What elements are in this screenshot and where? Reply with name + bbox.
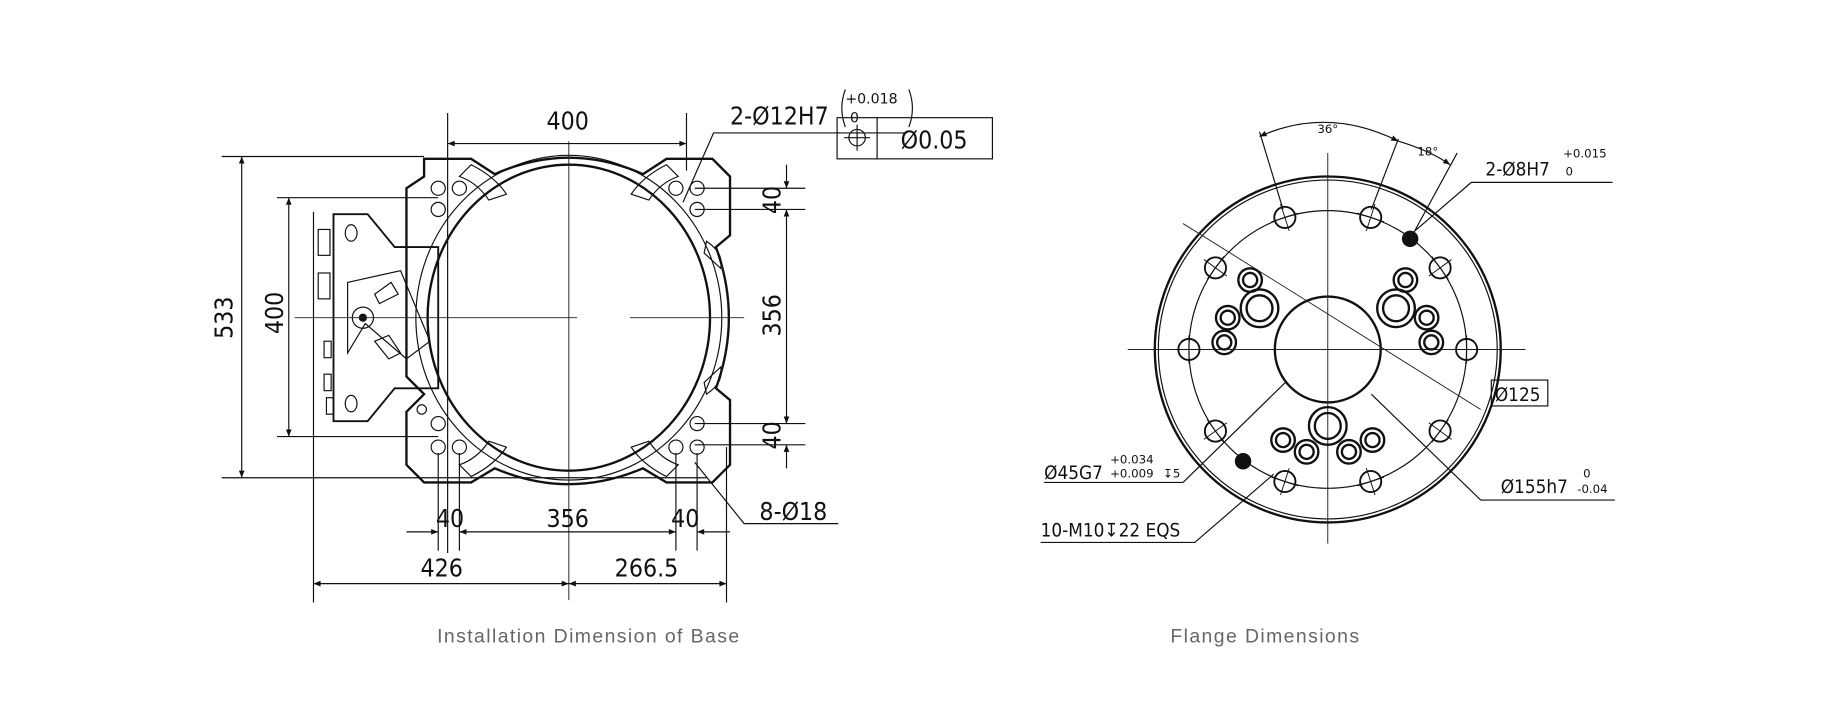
flange-pin-hole-label: 2-Ø8H7 [1485, 159, 1549, 180]
flange-pin-tol-lower: 0 [1565, 164, 1572, 178]
dim-bottom-right: 40 [671, 504, 699, 533]
dowel-holes [1234, 230, 1419, 470]
thread-hole [1428, 256, 1452, 280]
outer-tol-upper: 0 [1583, 467, 1590, 481]
position-tolerance-value: Ø0.05 [901, 125, 968, 154]
dim-overall-height: 533 [209, 297, 238, 339]
base-center-lines [294, 141, 745, 601]
dim-bottom-left: 40 [436, 504, 464, 533]
thread-hole [1203, 256, 1228, 280]
mount-holes [416, 180, 705, 455]
outer-tol-lower: -0.04 [1577, 482, 1607, 496]
bolt-circle-label-box: Ø125 [1490, 379, 1549, 407]
bore-tol-upper: +0.034 [1110, 453, 1153, 467]
thread-hole [1357, 203, 1385, 231]
thread-hole [1452, 335, 1481, 364]
thread-hole [1271, 467, 1299, 496]
thread-hole [1174, 335, 1204, 364]
thread-hole [1203, 419, 1228, 443]
tolerance-brackets [841, 89, 913, 128]
position-icon [844, 124, 871, 151]
angle-36: 36° [1317, 122, 1338, 136]
tool-port-holes [1211, 267, 1445, 465]
thread-holes [1174, 203, 1481, 496]
base-plate-outline [405, 156, 732, 486]
dim-left-offset: 426 [421, 554, 463, 583]
base-drawing: 400 533 400 40 356 40 40 356 40 426 266.… [209, 89, 994, 647]
flange-drawing: 36° 18° 2-Ø8H7 +0.015 0 Ø125 Ø45G7 +0.03… [1040, 121, 1615, 647]
thread-hole [1271, 203, 1299, 231]
base-caption: Installation Dimension of Base [437, 625, 740, 647]
bore-label: Ø45G7 [1044, 463, 1103, 484]
dim-right-top: 40 [758, 186, 787, 214]
dim-right-mid: 356 [758, 294, 787, 336]
flange-pin-tol-upper: +0.015 [1563, 147, 1606, 161]
thread-hole [1357, 467, 1385, 496]
dim-top-width: 400 [546, 106, 588, 135]
outer-label: Ø155h7 [1501, 477, 1568, 498]
base-extension-lines [221, 112, 806, 603]
dim-right-bottom: 40 [758, 421, 787, 449]
bore-depth: ↧5 [1163, 467, 1180, 481]
thread-hole [1428, 419, 1452, 443]
flange-caption: Flange Dimensions [1170, 625, 1360, 647]
position-tolerance-frame: Ø0.05 [836, 117, 994, 160]
cable-connector-box [317, 213, 440, 423]
dim-bottom-mid: 356 [546, 504, 588, 533]
angle-dimension-lines [1040, 121, 1615, 544]
pin-hole-label: 2-Ø12H7 [730, 102, 829, 131]
thread-label: 10-M10↧22 EQS [1041, 521, 1181, 542]
pin-hole-tol-upper: +0.018 [845, 92, 897, 108]
bore-tol-lower: +0.009 [1110, 467, 1153, 481]
pin-hole-tol-lower: 0 [850, 110, 859, 126]
dim-inner-height: 400 [260, 292, 289, 334]
corner-pads [458, 164, 722, 478]
base-dimension-lines [238, 132, 907, 587]
bolt-circle-label: Ø125 [1495, 385, 1541, 406]
angle-18: 18° [1417, 144, 1438, 158]
mount-holes-label: 8-Ø18 [759, 497, 827, 526]
dim-right-offset: 266.5 [615, 554, 679, 583]
